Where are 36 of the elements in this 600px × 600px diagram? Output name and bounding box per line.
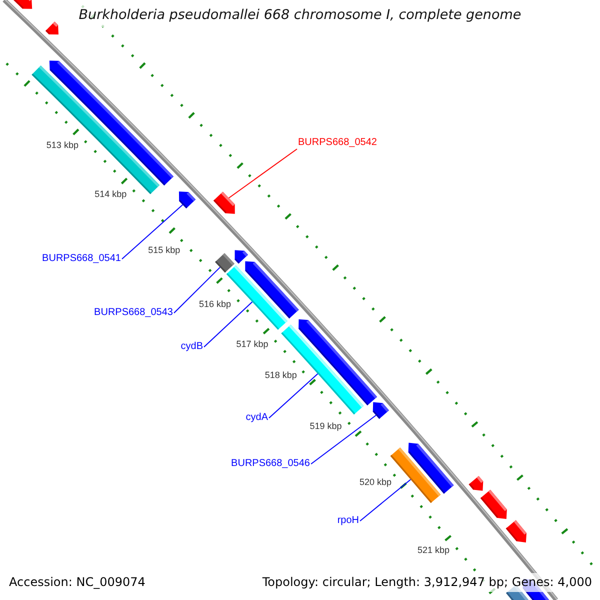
leader-line: [360, 478, 412, 522]
leader-line: [228, 148, 298, 198]
tick-label: 515 kbp: [148, 244, 180, 255]
tick-label: 519 kbp: [310, 420, 342, 431]
gene-block: [215, 253, 234, 273]
gene-feature: [178, 191, 196, 208]
gene-label: BURPS668_0542: [298, 137, 377, 149]
gene-feature: [372, 402, 389, 419]
gene-feature: [14, 0, 32, 9]
gene-feature: [234, 250, 248, 264]
gene-label: cydB: [180, 341, 203, 353]
gene-label: rpoH: [337, 515, 359, 527]
leader-line: [268, 373, 318, 418]
tick-label: 520 kbp: [360, 477, 392, 488]
gene-label: BURPS668_0546: [231, 458, 310, 470]
gene-feature: [506, 520, 526, 542]
leader-line: [310, 414, 377, 464]
tick-label: 516 kbp: [198, 298, 231, 309]
tick-label: 513 kbp: [46, 140, 78, 150]
gene-feature: [480, 490, 507, 519]
gene-feature: [213, 192, 235, 214]
leader-line: [174, 266, 221, 314]
gene-bar: [390, 447, 441, 504]
tick-label: 521 kbp: [417, 545, 450, 556]
gene-feature: [46, 22, 58, 35]
gene-label: BURPS668_0543: [94, 307, 173, 319]
gene-label: BURPS668_0541: [42, 253, 121, 265]
genome-summary: Topology: circular; Length: 3,912,947 bp; Genes: 4,000: [260, 573, 594, 592]
tick-label: 517 kbp: [236, 338, 268, 349]
gene-feature: [468, 476, 484, 491]
leader-line: [122, 204, 184, 260]
gene-bar: [281, 324, 364, 414]
leader-line: [204, 301, 253, 348]
tick-label: 518 kbp: [264, 370, 297, 380]
tick-label: 514 kbp: [94, 189, 127, 200]
gene-label: cydA: [246, 412, 268, 424]
